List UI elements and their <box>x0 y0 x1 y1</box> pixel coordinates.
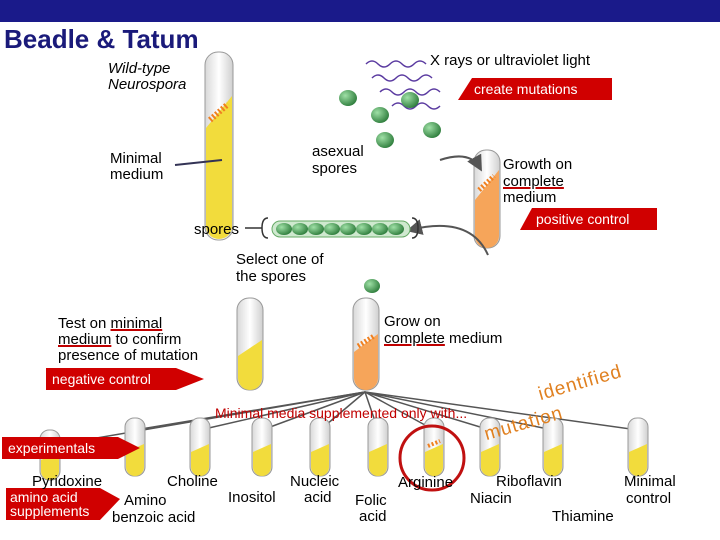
pyridoxine-label: Pyridoxine <box>32 473 103 490</box>
wild-type-label: Wild-type <box>108 60 171 77</box>
amino-label: Amino <box>124 492 167 509</box>
select-spores-label: Select one of <box>236 251 324 268</box>
test-minimal-tube-icon <box>236 297 264 391</box>
thiamine-label: Thiamine <box>552 508 614 525</box>
niacin-label: Niacin <box>470 490 512 507</box>
minimal-supplemented-label: Minimal media supplemented only with... <box>215 405 468 421</box>
grow-on-label: Grow on <box>384 313 441 330</box>
grow-complete-tube-icon <box>352 297 380 391</box>
negative-control-text: negative control <box>52 371 151 387</box>
arginine-highlight-circle <box>398 424 466 492</box>
inositol-label: Inositol <box>228 489 276 506</box>
minimal-control-label-2: control <box>626 490 672 507</box>
test-minimal-label-3: presence of mutation <box>58 347 199 364</box>
minimal-medium-pointer <box>174 159 223 166</box>
wild-type-tube-icon <box>204 51 234 241</box>
test-minimal-label-2: medium to confirm <box>58 331 182 348</box>
growth-complete-label: complete <box>503 173 564 190</box>
positive-control-banner <box>520 208 657 230</box>
tube-niacin-icon <box>542 417 564 477</box>
create-mutations-text: create mutations <box>474 81 578 97</box>
choline-label: Choline <box>167 473 218 490</box>
select-spores-label-2: the spores <box>236 268 307 285</box>
uv-rays-icon <box>365 60 441 110</box>
selected-spore-icon <box>364 279 380 293</box>
top-bar <box>0 0 720 22</box>
tube-folic-acid-icon <box>367 417 389 477</box>
growth-on-label: Growth on <box>503 156 573 173</box>
spores-label-top: spores <box>312 160 358 177</box>
growth-medium-label: medium <box>503 189 557 206</box>
benzoic-acid-label: benzoic acid <box>112 509 196 526</box>
xrays-label: X rays or ultraviolet light <box>430 52 591 69</box>
asexual-label: asexual <box>312 143 364 160</box>
spore-chain-icon <box>245 217 419 239</box>
tube-minimal-control-icon <box>627 417 649 477</box>
tube-nucleic-acid-icon <box>309 417 331 477</box>
riboflavin-label: Riboflavin <box>496 473 562 490</box>
nucleic-acid-label: acid <box>304 489 332 506</box>
positive-control-text: positive control <box>536 211 630 227</box>
tube-inositol-icon <box>251 417 273 477</box>
experimentals-banner <box>2 437 140 459</box>
spores-label: spores <box>194 221 240 238</box>
tube-riboflavin-icon <box>479 417 501 477</box>
negative-control-banner <box>46 368 204 390</box>
create-mutations-banner <box>458 78 612 100</box>
folic-acid-label: acid <box>359 508 387 525</box>
minimal-control-label: Minimal <box>624 473 676 490</box>
minimal-medium-label-2: medium <box>110 166 164 183</box>
tube-choline-icon <box>189 417 211 477</box>
arginine-label: Arginine <box>398 474 454 491</box>
amino-acid-supplements-banner <box>6 488 120 520</box>
folic-label: Folic <box>355 492 387 509</box>
page-title: Beadle & Tatum <box>4 24 199 54</box>
grow-complete-medium-label: complete medium <box>384 330 503 347</box>
nucleic-label: Nucleic <box>290 473 340 490</box>
test-minimal-label: Test on minimal <box>58 315 163 332</box>
neurospora-label: Neurospora <box>108 76 187 93</box>
experimentals-text: experimentals <box>8 440 96 456</box>
amino-acid-text: amino acid <box>10 489 78 505</box>
mutated-spores-icon <box>339 90 441 148</box>
minimal-medium-label: Minimal <box>110 150 162 167</box>
complete-medium-tube-icon <box>473 149 501 249</box>
tube-arginine-icon <box>423 417 445 477</box>
supplements-text: supplements <box>10 503 90 519</box>
